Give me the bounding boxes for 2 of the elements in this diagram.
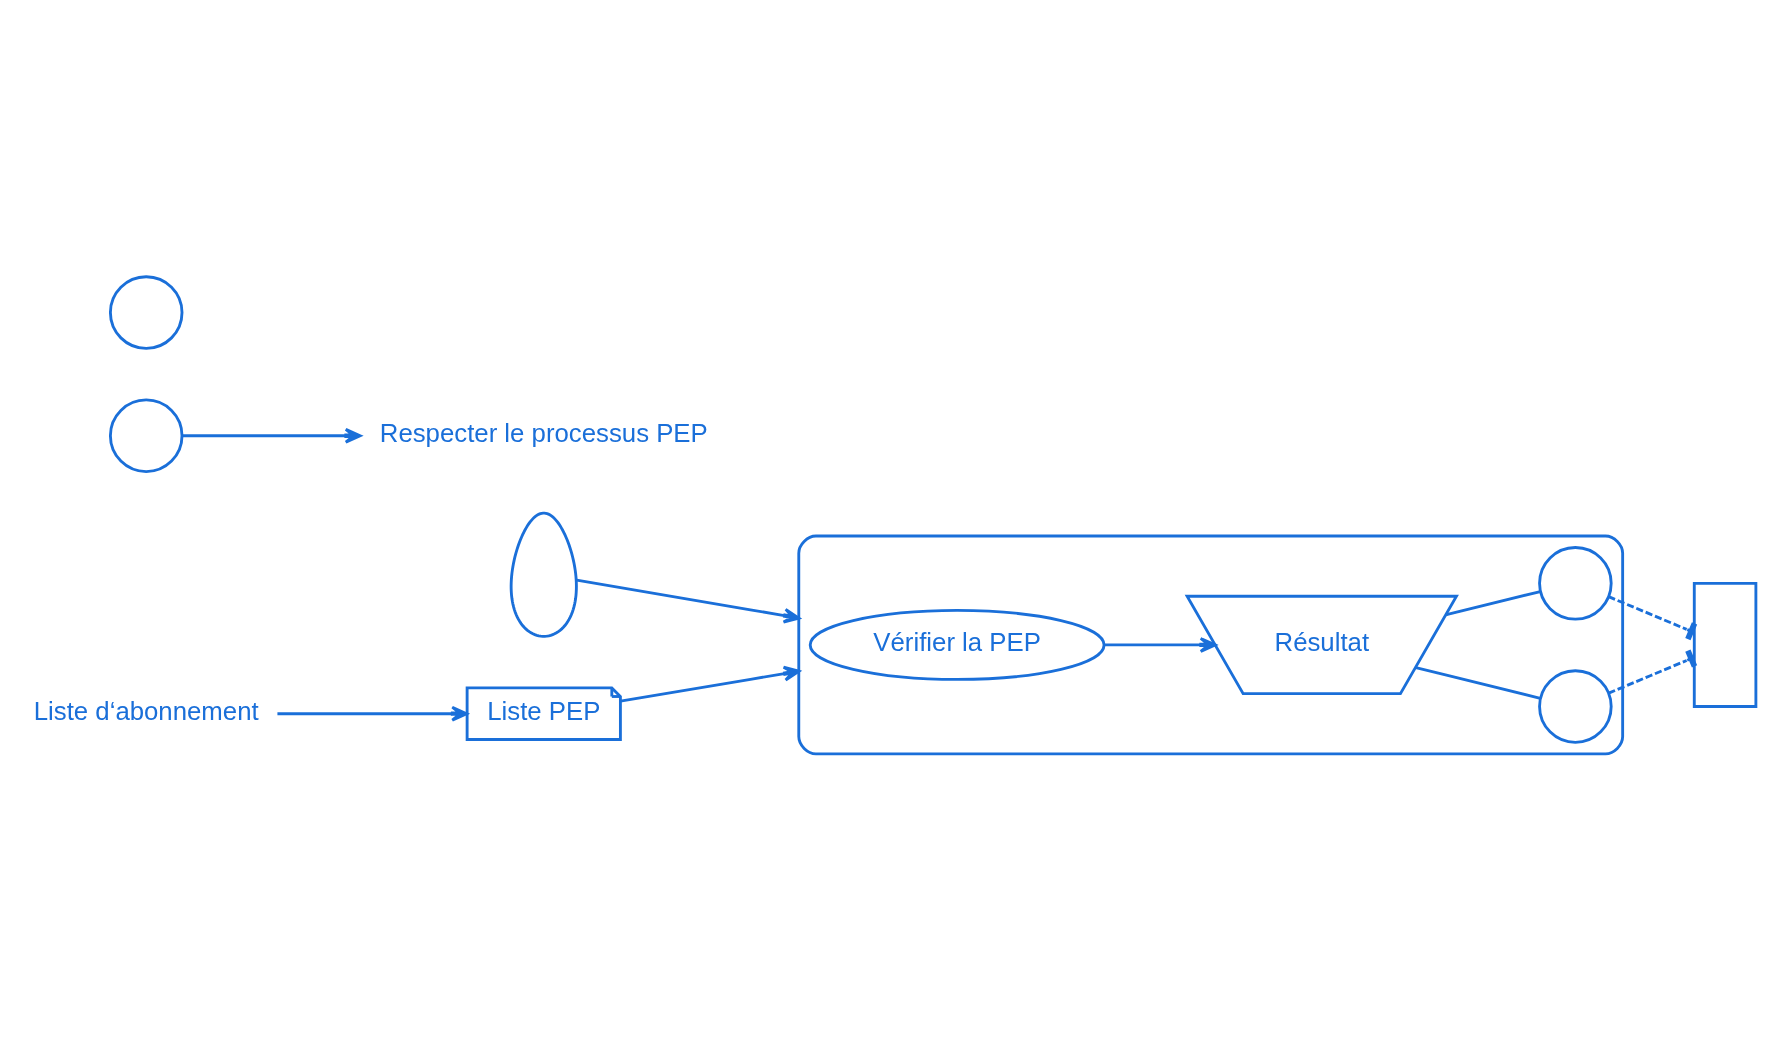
node-text: Liste d‘abonnement (33, 697, 259, 725)
node-text: Respecter le processus PEP (379, 419, 708, 448)
